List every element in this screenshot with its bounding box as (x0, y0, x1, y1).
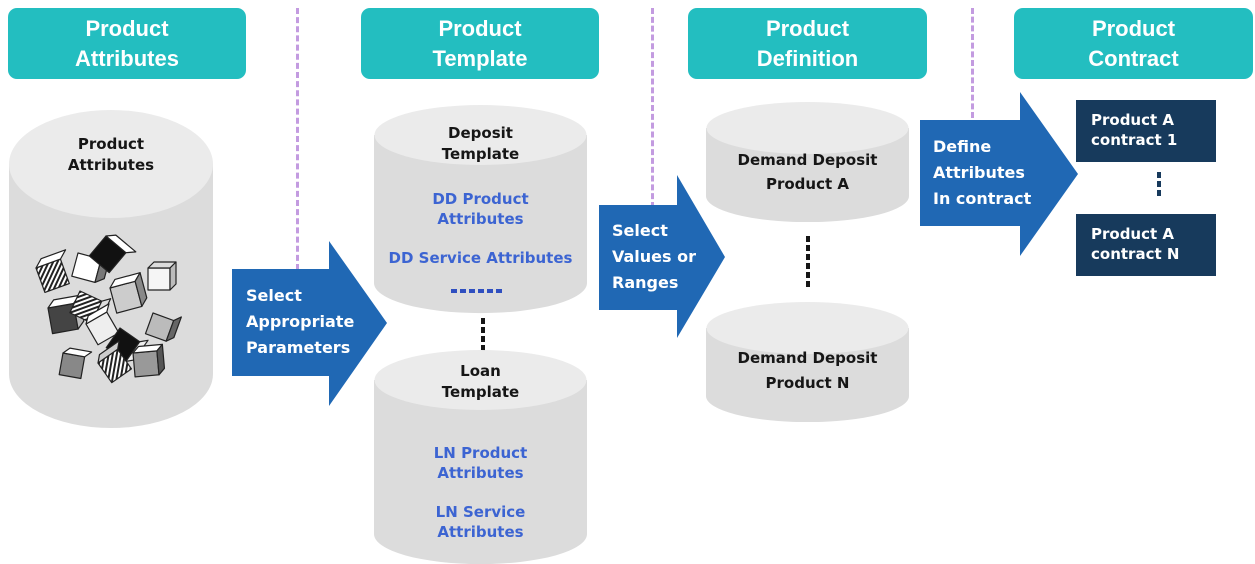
header-line1: Product (1091, 15, 1176, 41)
arrow-select-parameters: Select Appropriate Parameters (232, 241, 387, 406)
definition-line1: Demand Deposit (737, 151, 878, 169)
contract-line1: Product A (1091, 111, 1175, 129)
loan-title-line2: Template (441, 383, 520, 401)
deposit-product-attr-line2: Attributes (437, 210, 524, 228)
contract-box-1: Product A contract 1 (1076, 100, 1216, 162)
cylinder-shape (374, 350, 587, 564)
more-templates-ellipsis (481, 318, 486, 354)
loan-service-attr-line1: LN Service (435, 503, 526, 521)
header-product-contract: Product Contract (1014, 8, 1253, 79)
divider-2 (651, 8, 654, 208)
arrow-label-line2: Appropriate (246, 312, 355, 331)
loan-service-attr-line2: Attributes (437, 523, 524, 541)
right-arrow-icon (920, 92, 1078, 256)
right-arrow-icon (599, 175, 725, 338)
header-line1: Product (438, 15, 522, 41)
arrow-label-line2: Values or (612, 247, 697, 266)
header-line1: Product (85, 15, 169, 41)
loan-title-line1: Loan (460, 362, 501, 380)
contract-line2: contract N (1091, 245, 1180, 263)
definition-line2: Product A (765, 175, 849, 193)
header-line1: Product (765, 15, 850, 41)
header-product-definition: Product Definition (688, 8, 927, 79)
contract-line1: Product A (1091, 225, 1175, 243)
deposit-title-line2: Template (441, 145, 520, 163)
definition-cylinder-n: Demand Deposit Product N (705, 302, 910, 422)
definition-cylinder-a: Demand Deposit Product A (705, 102, 910, 222)
arrow-label-line3: In contract (933, 189, 1032, 208)
header-line2: Attributes (75, 45, 179, 71)
more-contracts-ellipsis (1157, 172, 1162, 199)
loan-product-attr-line1: LN Product (433, 444, 528, 462)
cylinder-label-line1: Product (77, 135, 145, 153)
definition-line2: Product N (765, 374, 850, 392)
arrow-select-values: Select Values or Ranges (599, 175, 725, 338)
arrow-define-attributes: Define Attributes In contract (920, 92, 1078, 256)
cylinder-shape (706, 302, 909, 422)
right-arrow-icon (232, 241, 387, 406)
cubes-icon (35, 234, 182, 384)
definition-line1: Demand Deposit (737, 349, 878, 367)
header-line2: Template (432, 45, 528, 71)
arrow-label-line1: Select (246, 286, 302, 305)
header-product-template: Product Template (361, 8, 599, 79)
header-line2: Contract (1088, 45, 1179, 71)
deposit-service-attr: DD Service Attributes (388, 249, 573, 267)
arrow-label-line3: Ranges (612, 273, 679, 292)
header-line2: Definition (756, 45, 859, 71)
cylinder-label-line2: Attributes (67, 156, 155, 174)
arrow-label-line1: Select (612, 221, 668, 240)
cylinder-shape (374, 105, 587, 314)
divider-1 (296, 8, 299, 270)
divider-3 (971, 8, 974, 118)
arrow-label-line2: Attributes (933, 163, 1025, 182)
contract-line2: contract 1 (1091, 131, 1178, 149)
cylinder-shape (706, 102, 909, 222)
header-product-attributes: Product Attributes (8, 8, 246, 79)
contract-box-n: Product A contract N (1076, 214, 1216, 276)
arrow-label-line1: Define (933, 137, 992, 156)
deposit-product-attr-line1: DD Product (432, 190, 529, 208)
more-definitions-ellipsis (806, 236, 811, 290)
more-attributes-ellipsis (451, 289, 505, 294)
deposit-title-line1: Deposit (448, 124, 513, 142)
deposit-template-cylinder: Deposit Template DD Product Attributes D… (373, 105, 588, 315)
product-attributes-cylinder: Product Attributes (8, 108, 214, 430)
arrow-label-line3: Parameters (246, 338, 351, 357)
loan-template-cylinder: Loan Template LN Product Attributes LN S… (373, 350, 588, 564)
loan-product-attr-line2: Attributes (437, 464, 524, 482)
